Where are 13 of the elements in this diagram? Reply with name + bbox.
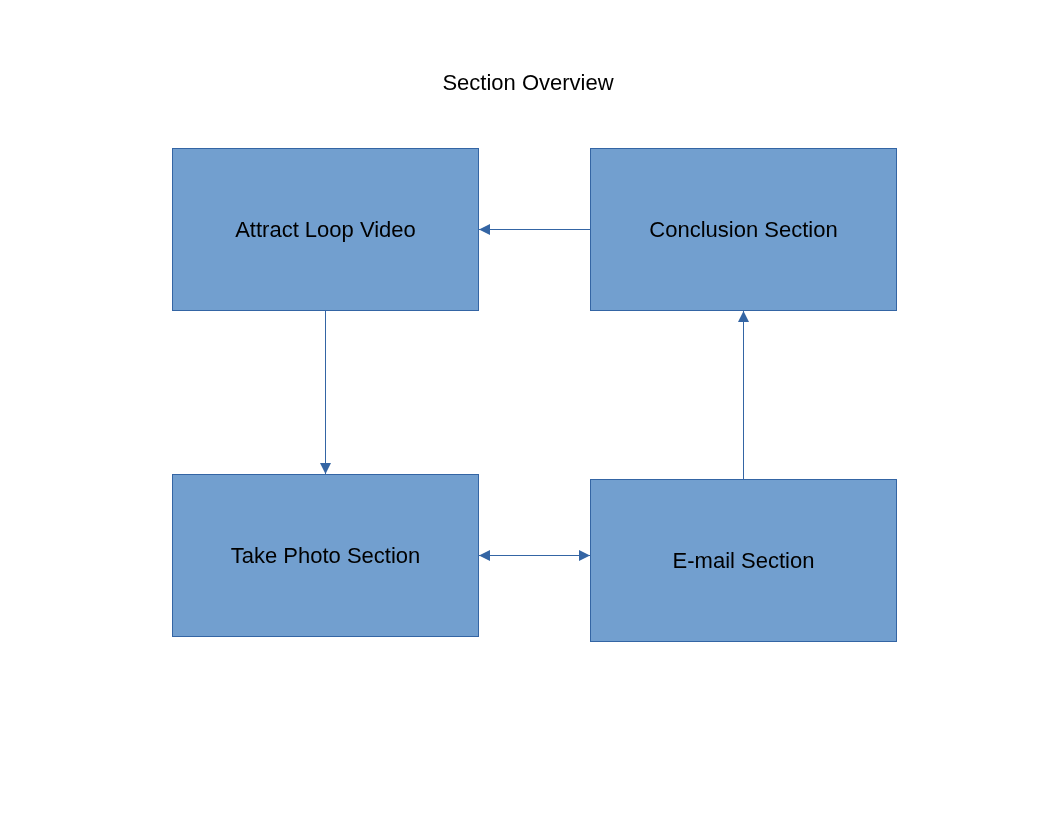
arrow (320, 310, 331, 475)
process-box (590, 148, 897, 311)
diagram-title: Section Overview (442, 70, 614, 95)
process-box (172, 148, 479, 311)
arrow (738, 310, 749, 480)
process-box (590, 479, 897, 642)
box-label: Take Photo Section (230, 542, 421, 569)
arrow (478, 224, 591, 235)
box-label: Conclusion Section (649, 216, 838, 243)
arrow (478, 550, 591, 561)
box-label: Attract Loop Video (235, 216, 416, 243)
box-label: E-mail Section (672, 547, 815, 574)
process-box (172, 474, 479, 637)
